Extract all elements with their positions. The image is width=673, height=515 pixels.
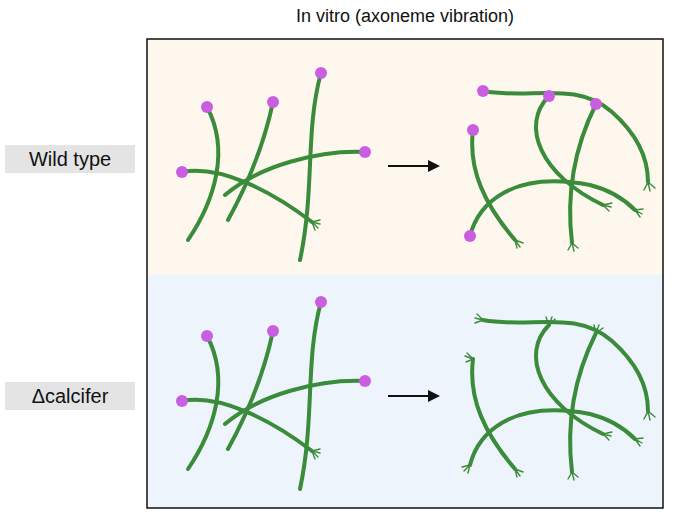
basal-body	[590, 98, 602, 110]
row-label-box: Δcalcifer	[5, 382, 135, 410]
arrow-shaft	[388, 395, 430, 397]
axoneme-group	[470, 320, 655, 480]
basal-body	[464, 230, 476, 242]
frayed-tip	[462, 314, 603, 473]
row-label: Wild type	[29, 148, 111, 171]
basal-body	[543, 90, 555, 102]
panel-title: In vitro (axoneme vibration)	[146, 6, 664, 27]
panel-border	[147, 39, 663, 508]
axoneme-group	[176, 67, 371, 260]
axoneme-group	[176, 296, 655, 489]
basal-body	[477, 85, 489, 97]
row-label: Δcalcifer	[32, 385, 109, 408]
arrow	[388, 160, 440, 172]
row-label-box: Wild type	[5, 145, 135, 173]
arrow-shaft	[388, 165, 430, 167]
arrow-head	[428, 390, 440, 402]
panel-background	[147, 39, 663, 275]
axoneme-group	[470, 91, 655, 251]
axoneme-group	[176, 296, 371, 489]
arrow-head	[428, 160, 440, 172]
panel-background	[147, 275, 663, 508]
arrow	[388, 390, 440, 402]
basal-body	[467, 124, 479, 136]
